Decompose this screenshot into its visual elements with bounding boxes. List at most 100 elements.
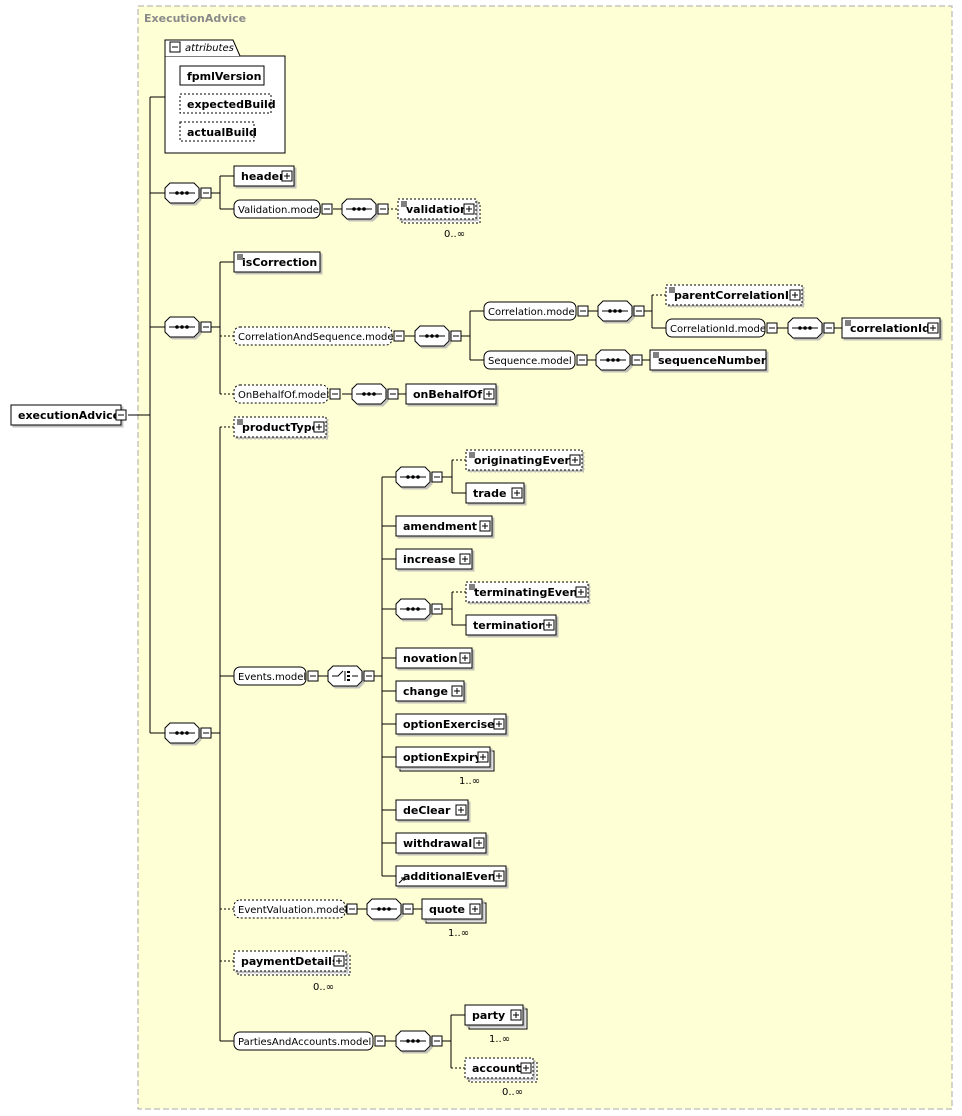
group-correlation_model[interactable]: Correlation.model — [483, 301, 577, 321]
group-correlationId_model[interactable]: CorrelationId.model — [665, 318, 769, 338]
collapse-icon[interactable] — [115, 409, 127, 421]
sequence-compositor[interactable] — [395, 1030, 431, 1052]
collapse-icon[interactable] — [450, 330, 462, 342]
collapse-icon[interactable] — [431, 1035, 443, 1047]
element-sequenceNumber[interactable]: sequenceNumber — [649, 349, 767, 371]
collapse-icon[interactable] — [631, 354, 643, 366]
element-account[interactable]: account — [464, 1057, 538, 1083]
sequence-compositor[interactable] — [595, 349, 631, 371]
collapse-icon[interactable] — [307, 670, 319, 682]
collapse-icon[interactable] — [393, 330, 405, 342]
element-optionExercise[interactable]: optionExercise — [395, 713, 507, 735]
group-onBehalfOf_model[interactable]: OnBehalfOf.model — [233, 384, 329, 404]
attribute-actualBuild[interactable]: actualBuild — [179, 121, 257, 142]
group-eventValuation_model[interactable]: EventValuation.model — [233, 899, 348, 919]
collapse-icon[interactable] — [387, 388, 399, 400]
sequence-compositor[interactable] — [787, 317, 823, 339]
collapse-icon[interactable] — [363, 670, 375, 682]
collapse-icon[interactable] — [431, 603, 443, 615]
expand-icon[interactable] — [477, 751, 489, 763]
sequence-compositor[interactable] — [597, 300, 633, 322]
collapse-icon[interactable] — [577, 305, 589, 317]
element-novation[interactable]: novation — [395, 647, 473, 669]
collapse-icon[interactable] — [200, 187, 212, 199]
collapse-icon[interactable] — [766, 322, 778, 334]
element-paymentDetails[interactable]: paymentDetails — [233, 950, 351, 976]
collapse-icon[interactable] — [346, 903, 358, 915]
sequence-compositor[interactable] — [351, 383, 387, 405]
element-validation[interactable]: validation — [397, 198, 481, 224]
element-withdrawal[interactable]: withdrawal — [395, 832, 487, 854]
expand-icon[interactable] — [479, 520, 491, 532]
expand-icon[interactable] — [789, 289, 801, 301]
element-amendment[interactable]: amendment — [395, 515, 493, 537]
group-validation_model[interactable]: Validation.model — [233, 199, 322, 219]
group-events_model[interactable]: Events.model — [233, 666, 307, 686]
collapse-icon[interactable] — [576, 354, 588, 366]
expand-icon[interactable] — [281, 170, 293, 182]
group-corr_seq_model[interactable]: CorrelationAndSequence.model — [233, 326, 396, 346]
group-title: ExecutionAdvice — [144, 12, 246, 25]
expand-icon[interactable] — [511, 487, 523, 499]
expand-icon[interactable] — [493, 718, 505, 730]
sequence-compositor[interactable] — [395, 466, 431, 488]
element-additionalEvent[interactable]: additionalEvent — [395, 865, 507, 887]
collapse-icon[interactable] — [200, 321, 212, 333]
sequence-compositor[interactable] — [414, 325, 450, 347]
collapse-icon[interactable] — [633, 305, 645, 317]
expand-icon[interactable] — [483, 388, 495, 400]
expand-icon[interactable] — [510, 1009, 522, 1021]
element-originatingEvent[interactable]: originatingEvent — [465, 449, 583, 471]
attribute-expectedBuild[interactable]: expectedBuild — [179, 93, 276, 114]
expand-icon[interactable] — [473, 837, 485, 849]
collapse-icon[interactable] — [431, 471, 443, 483]
expand-icon[interactable] — [463, 203, 475, 215]
element-quote[interactable]: quote — [421, 898, 487, 924]
expand-icon[interactable] — [543, 619, 555, 631]
collapse-icon[interactable] — [321, 203, 333, 215]
element-correlationId[interactable]: correlationId — [841, 317, 941, 339]
sequence-compositor[interactable] — [164, 722, 200, 744]
attribute-fpmlVersion[interactable]: fpmlVersion — [179, 65, 265, 86]
expand-icon[interactable] — [493, 870, 505, 882]
element-increase[interactable]: increase — [395, 548, 473, 570]
sequence-compositor[interactable] — [164, 182, 200, 204]
sequence-compositor[interactable] — [341, 198, 377, 220]
element-optionExpiry[interactable]: optionExpiry — [395, 746, 495, 772]
expand-icon[interactable] — [569, 454, 581, 466]
expand-icon[interactable] — [459, 553, 471, 565]
element-header[interactable]: header — [233, 165, 295, 187]
element-trade[interactable]: trade — [465, 482, 525, 504]
element-onBehalfOf[interactable]: onBehalfOf — [405, 383, 497, 405]
element-deClear[interactable]: deClear — [395, 799, 469, 821]
expand-icon[interactable] — [520, 1062, 532, 1074]
attributes-collapse-icon[interactable] — [169, 41, 181, 53]
collapse-icon[interactable] — [823, 322, 835, 334]
expand-icon[interactable] — [455, 804, 467, 816]
expand-icon[interactable] — [459, 652, 471, 664]
collapse-icon[interactable] — [374, 1035, 386, 1047]
collapse-icon[interactable] — [200, 727, 212, 739]
sequence-compositor[interactable] — [366, 898, 402, 920]
sequence-compositor[interactable] — [395, 598, 431, 620]
sequence-compositor[interactable] — [164, 316, 200, 338]
collapse-icon[interactable] — [329, 388, 341, 400]
element-productType[interactable]: productType — [233, 416, 327, 438]
element-terminatingEvent[interactable]: terminatingEvent — [465, 581, 589, 603]
expand-icon[interactable] — [333, 955, 345, 967]
choice-compositor[interactable] — [327, 665, 363, 687]
group-parties_model[interactable]: PartiesAndAccounts.model — [233, 1031, 374, 1051]
element-parentCorrelationId[interactable]: parentCorrelationId — [665, 284, 803, 306]
collapse-icon[interactable] — [402, 903, 414, 915]
collapse-icon[interactable] — [377, 203, 389, 215]
expand-icon[interactable] — [927, 322, 939, 334]
element-termination[interactable]: termination — [465, 614, 557, 636]
expand-icon[interactable] — [575, 586, 587, 598]
expand-icon[interactable] — [469, 903, 481, 915]
group-sequence_model[interactable]: Sequence.model — [483, 350, 576, 370]
element-change[interactable]: change — [395, 680, 465, 702]
expand-icon[interactable] — [451, 685, 463, 697]
element-executionAdvice[interactable]: executionAdvice — [10, 404, 122, 426]
element-isCorrection[interactable]: isCorrection — [233, 251, 321, 273]
expand-icon[interactable] — [313, 421, 325, 433]
